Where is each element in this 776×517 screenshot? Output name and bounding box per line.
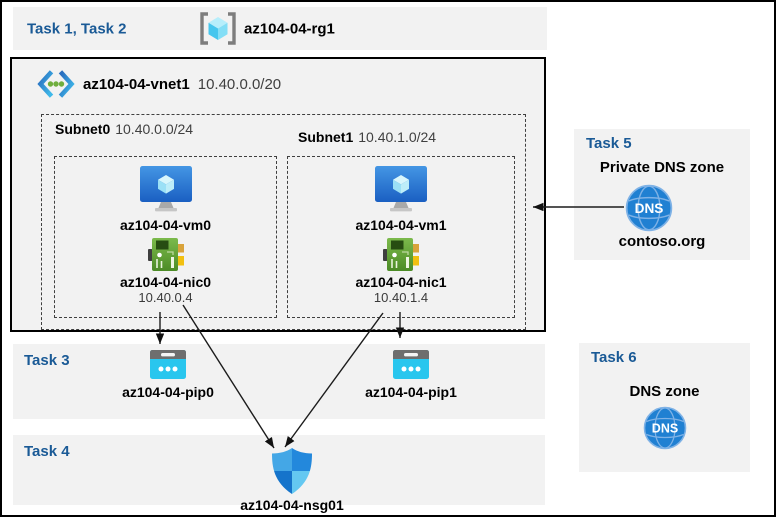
- vm1-name: az104-04-vm1: [355, 217, 447, 233]
- vm0-icon: [139, 166, 192, 212]
- svg-text:DNS: DNS: [635, 201, 664, 216]
- svg-text:DNS: DNS: [651, 422, 677, 436]
- vnet-container: az104-04-vnet1 10.40.0.0/20 Subnet0 10.4…: [10, 57, 546, 332]
- nic1-name: az104-04-nic1: [355, 274, 447, 290]
- dns-zone-title: DNS zone: [629, 383, 700, 400]
- task6-label: Task 6: [591, 349, 637, 366]
- vnet-cidr: 10.40.0.0/20: [197, 75, 282, 93]
- vm0-name: az104-04-vm0: [119, 217, 212, 233]
- public-ip0-name: az104-04-pip0: [122, 384, 214, 400]
- public-ip1-icon: [393, 350, 429, 379]
- virtual-network-icon: [37, 70, 75, 98]
- subnet0-box: az104-04-vm0 az104-04-nic0 10.40.0.4: [54, 156, 277, 318]
- task3-band: Task 3 az104-04-pip0 az104-04-pip1: [13, 344, 545, 419]
- subnet0-name: Subnet0: [55, 121, 111, 137]
- resource-group-name: az104-04-rg1: [244, 20, 335, 37]
- vm1-icon: [375, 166, 427, 212]
- nsg-name: az104-04-nsg01: [240, 497, 344, 513]
- task3-label: Task 3: [24, 352, 70, 369]
- subnet1-box: az104-04-vm1 az104-04-nic1 10.40.1.4: [287, 156, 515, 318]
- public-ip1-name: az104-04-pip1: [365, 384, 457, 400]
- public-ip-1: az104-04-pip1: [341, 349, 481, 400]
- nic0-ip: 10.40.0.4: [138, 290, 193, 305]
- subnet0-label: Subnet0 10.40.0.0/24: [55, 121, 193, 137]
- nic0-icon: [147, 238, 184, 271]
- nic1-ip: 10.40.1.4: [373, 290, 429, 305]
- task4-band: Task 4 az104-04-nsg01: [13, 435, 545, 513]
- task4-label: Task 4: [24, 443, 70, 460]
- nic0-name: az104-04-nic0: [119, 274, 212, 290]
- nic1-icon: [383, 238, 419, 271]
- nsg-shield-icon: [272, 448, 312, 494]
- task6-box: Task 6 DNS zone DNS: [579, 343, 750, 472]
- subnet1-cidr: 10.40.1.0/24: [358, 129, 437, 145]
- task5-box: Task 5 Private DNS zone DNS contoso.org: [574, 129, 750, 260]
- task5-label: Task 5: [586, 135, 632, 152]
- network-security-group: az104-04-nsg01: [222, 447, 362, 513]
- subnet1-name: Subnet1: [298, 129, 354, 145]
- private-dns-zone-name: contoso.org: [618, 233, 706, 250]
- subnets-group: Subnet0 10.40.0.0/24 Subnet1 10.40.1.0/2…: [41, 114, 526, 330]
- subnet1-label: Subnet1 10.40.1.0/24: [298, 129, 436, 145]
- task-1-2-label: Task 1, Task 2: [27, 20, 127, 37]
- dns-zone-icon: DNS: [643, 406, 686, 450]
- vnet-name: az104-04-vnet1: [83, 75, 190, 93]
- private-dns-zone-title: Private DNS zone: [599, 159, 725, 176]
- private-dns-icon: DNS: [625, 184, 673, 232]
- resource-group-icon: [200, 12, 236, 45]
- subnet0-cidr: 10.40.0.0/24: [115, 121, 194, 137]
- public-ip0-icon: [150, 350, 186, 379]
- public-ip-0: az104-04-pip0: [98, 349, 238, 400]
- resource-group-band: Task 1, Task 2 az104-04-rg1: [13, 7, 547, 50]
- vnet-header: az104-04-vnet1 10.40.0.0/20: [37, 70, 281, 98]
